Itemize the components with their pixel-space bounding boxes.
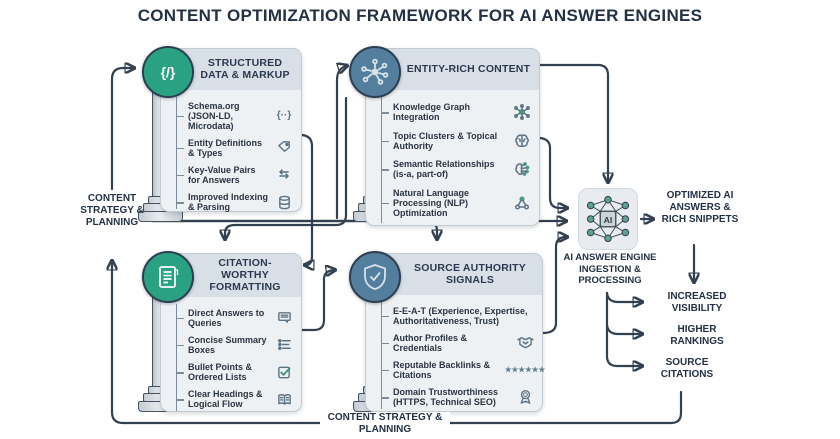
swap-arrows-icon: ⇆ xyxy=(278,167,290,182)
list-item: Key-Value Pairs for Answers ⇆ xyxy=(177,161,297,188)
braces-icon: {··} xyxy=(276,110,292,122)
ai-answer-engine-node: AI xyxy=(578,188,638,250)
arrow-bottom-loop-to-left-label xyxy=(112,262,330,425)
arrow-entity-to-ai-left xyxy=(538,136,566,208)
optimized-answers-label: OPTIMIZED AI ANSWERS & RICH SNIPPETS xyxy=(661,190,739,226)
list-item: Improved Indexing & Parsing xyxy=(177,189,297,216)
ai-engine-caption: AI ANSWER ENGINE INGESTION & PROCESSING xyxy=(563,252,657,287)
handshake-icon xyxy=(514,335,536,350)
arrow-entity-to-citation-top xyxy=(225,96,348,238)
list-item: Natural Language Processing (NLP) Optimi… xyxy=(382,184,535,221)
content-strategy-bottom-label: CONTENT STRATEGY & PLANNING xyxy=(320,412,450,437)
brain-network-icon xyxy=(511,161,533,177)
list-item: Author Profiles & Credentials xyxy=(382,329,538,356)
tags-icon xyxy=(273,140,295,155)
graph-node-icon xyxy=(511,104,533,120)
code-braces-icon: {/} xyxy=(142,46,194,98)
source-citations-label: SOURCE CITATIONS xyxy=(660,357,714,381)
increased-visibility-label: INCREASED VISIBILITY xyxy=(667,291,727,315)
brain-icon xyxy=(511,133,533,149)
page-title: CONTENT OPTIMIZATION FRAMEWORK FOR AI AN… xyxy=(137,6,703,25)
arrow-source-to-ai-left xyxy=(541,237,566,335)
arrow-processing-to-rankings xyxy=(605,323,641,334)
arrow-structured-to-citation-side xyxy=(300,133,312,265)
ai-node-label: AI xyxy=(604,215,613,225)
database-icon xyxy=(273,195,295,210)
list-item: Reputable Backlinks & Citations ★★★★★★ xyxy=(382,356,545,383)
network-icon xyxy=(511,195,533,211)
arrow-entity-to-ai-top xyxy=(538,63,608,181)
list-item: Schema.org (JSON-LD, Microdata) {··} xyxy=(177,97,297,134)
document-icon xyxy=(142,251,194,303)
stars-icon: ★★★★★★ xyxy=(504,365,546,375)
list-item: Entity Definitions & Types xyxy=(177,134,297,161)
arrow-processing-to-citations xyxy=(605,291,641,366)
list-item: E-E-A-T (Experience, Expertise, Authorit… xyxy=(382,302,538,329)
medal-icon xyxy=(514,389,536,405)
list-item: Semantic Relationships (is-a, part-of) xyxy=(382,156,535,183)
list-item: Concise Summary Boxes xyxy=(177,331,297,358)
shield-check-icon xyxy=(349,251,401,303)
open-book-icon xyxy=(273,392,295,407)
arrow-citation-to-source-badge xyxy=(300,270,334,332)
box-citation-worthy: CITATION-WORTHY FORMATTING Direct Answer… xyxy=(160,253,302,412)
list-item: Domain Trustworthiness (HTTPS, Technical… xyxy=(382,383,538,410)
arrow-bundle-to-entity-badge xyxy=(335,66,346,220)
list-item: Bullet Points & Ordered Lists xyxy=(177,359,297,386)
neural-network-icon: AI xyxy=(586,195,630,243)
box-structured-data: STRUCTURED DATA & MARKUP Schema.org (JSO… xyxy=(160,48,302,212)
arrow-citations-to-bottom-loop xyxy=(440,390,683,423)
content-strategy-left-label: CONTENT STRATEGY & PLANNING xyxy=(80,193,144,229)
answer-card-icon xyxy=(273,310,295,325)
higher-rankings-label: HIGHER RANKINGS xyxy=(670,324,724,348)
arrow-left-label-to-structured xyxy=(110,68,133,191)
list-item: Topic Clusters & Topical Authority xyxy=(382,127,535,154)
list-item: Direct Answers to Queries xyxy=(177,304,297,331)
arrow-processing-to-visibility xyxy=(605,291,641,302)
molecule-icon xyxy=(349,46,401,98)
checkbox-icon xyxy=(273,365,295,380)
summary-list-icon xyxy=(273,337,295,352)
list-item: Knowledge Graph Integration xyxy=(382,98,535,125)
list-item: Clear Headings & Logical Flow xyxy=(177,386,297,413)
